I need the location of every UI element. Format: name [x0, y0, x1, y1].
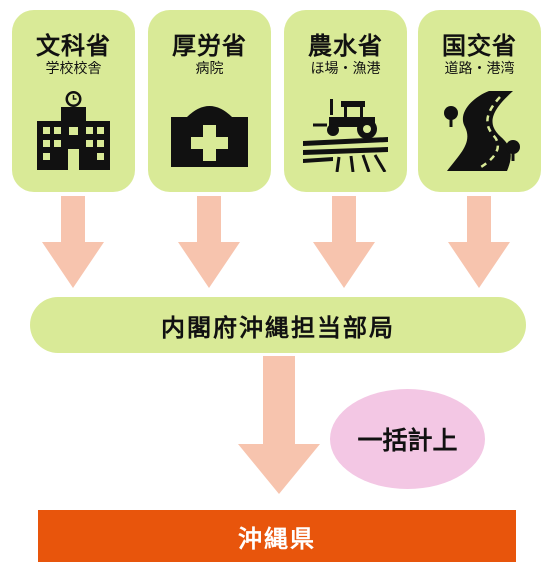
bulk-appropriation-bubble: 一括計上 — [330, 389, 485, 489]
okinawa-prefecture-bar: 沖縄県 — [38, 510, 516, 562]
road-icon — [444, 91, 520, 171]
ministry-name: 国交省 — [442, 32, 517, 60]
ministry-target: 病院 — [195, 61, 224, 77]
ministry-target: 学校校舎 — [45, 61, 102, 77]
down-arrow-icon — [448, 196, 510, 288]
cabinet-office-bar: 内閣府沖縄担当部局 — [30, 297, 526, 353]
school-icon — [37, 91, 110, 170]
tractor-field-icon — [303, 99, 388, 172]
down-arrow-icon — [313, 196, 375, 288]
ministry-target: 道路・港湾 — [444, 61, 515, 77]
ministry-name: 文科省 — [36, 32, 111, 60]
down-arrow-icon — [42, 196, 104, 288]
ministry-target: ほ場・漁港 — [310, 61, 381, 77]
ministry-box-mhlw: 厚労省 病院 — [148, 10, 271, 192]
down-arrow-icon — [238, 356, 320, 494]
ministry-name: 農水省 — [308, 32, 383, 60]
ministry-name: 厚労省 — [172, 32, 247, 60]
down-arrow-icon — [178, 196, 240, 288]
hospital-icon — [171, 106, 248, 167]
ministry-box-mlit: 国交省 道路・港湾 — [418, 10, 541, 192]
ministry-box-maff: 農水省 ほ場・漁港 — [284, 10, 407, 192]
ministry-box-mext: 文科省 学校校舎 — [12, 10, 135, 192]
